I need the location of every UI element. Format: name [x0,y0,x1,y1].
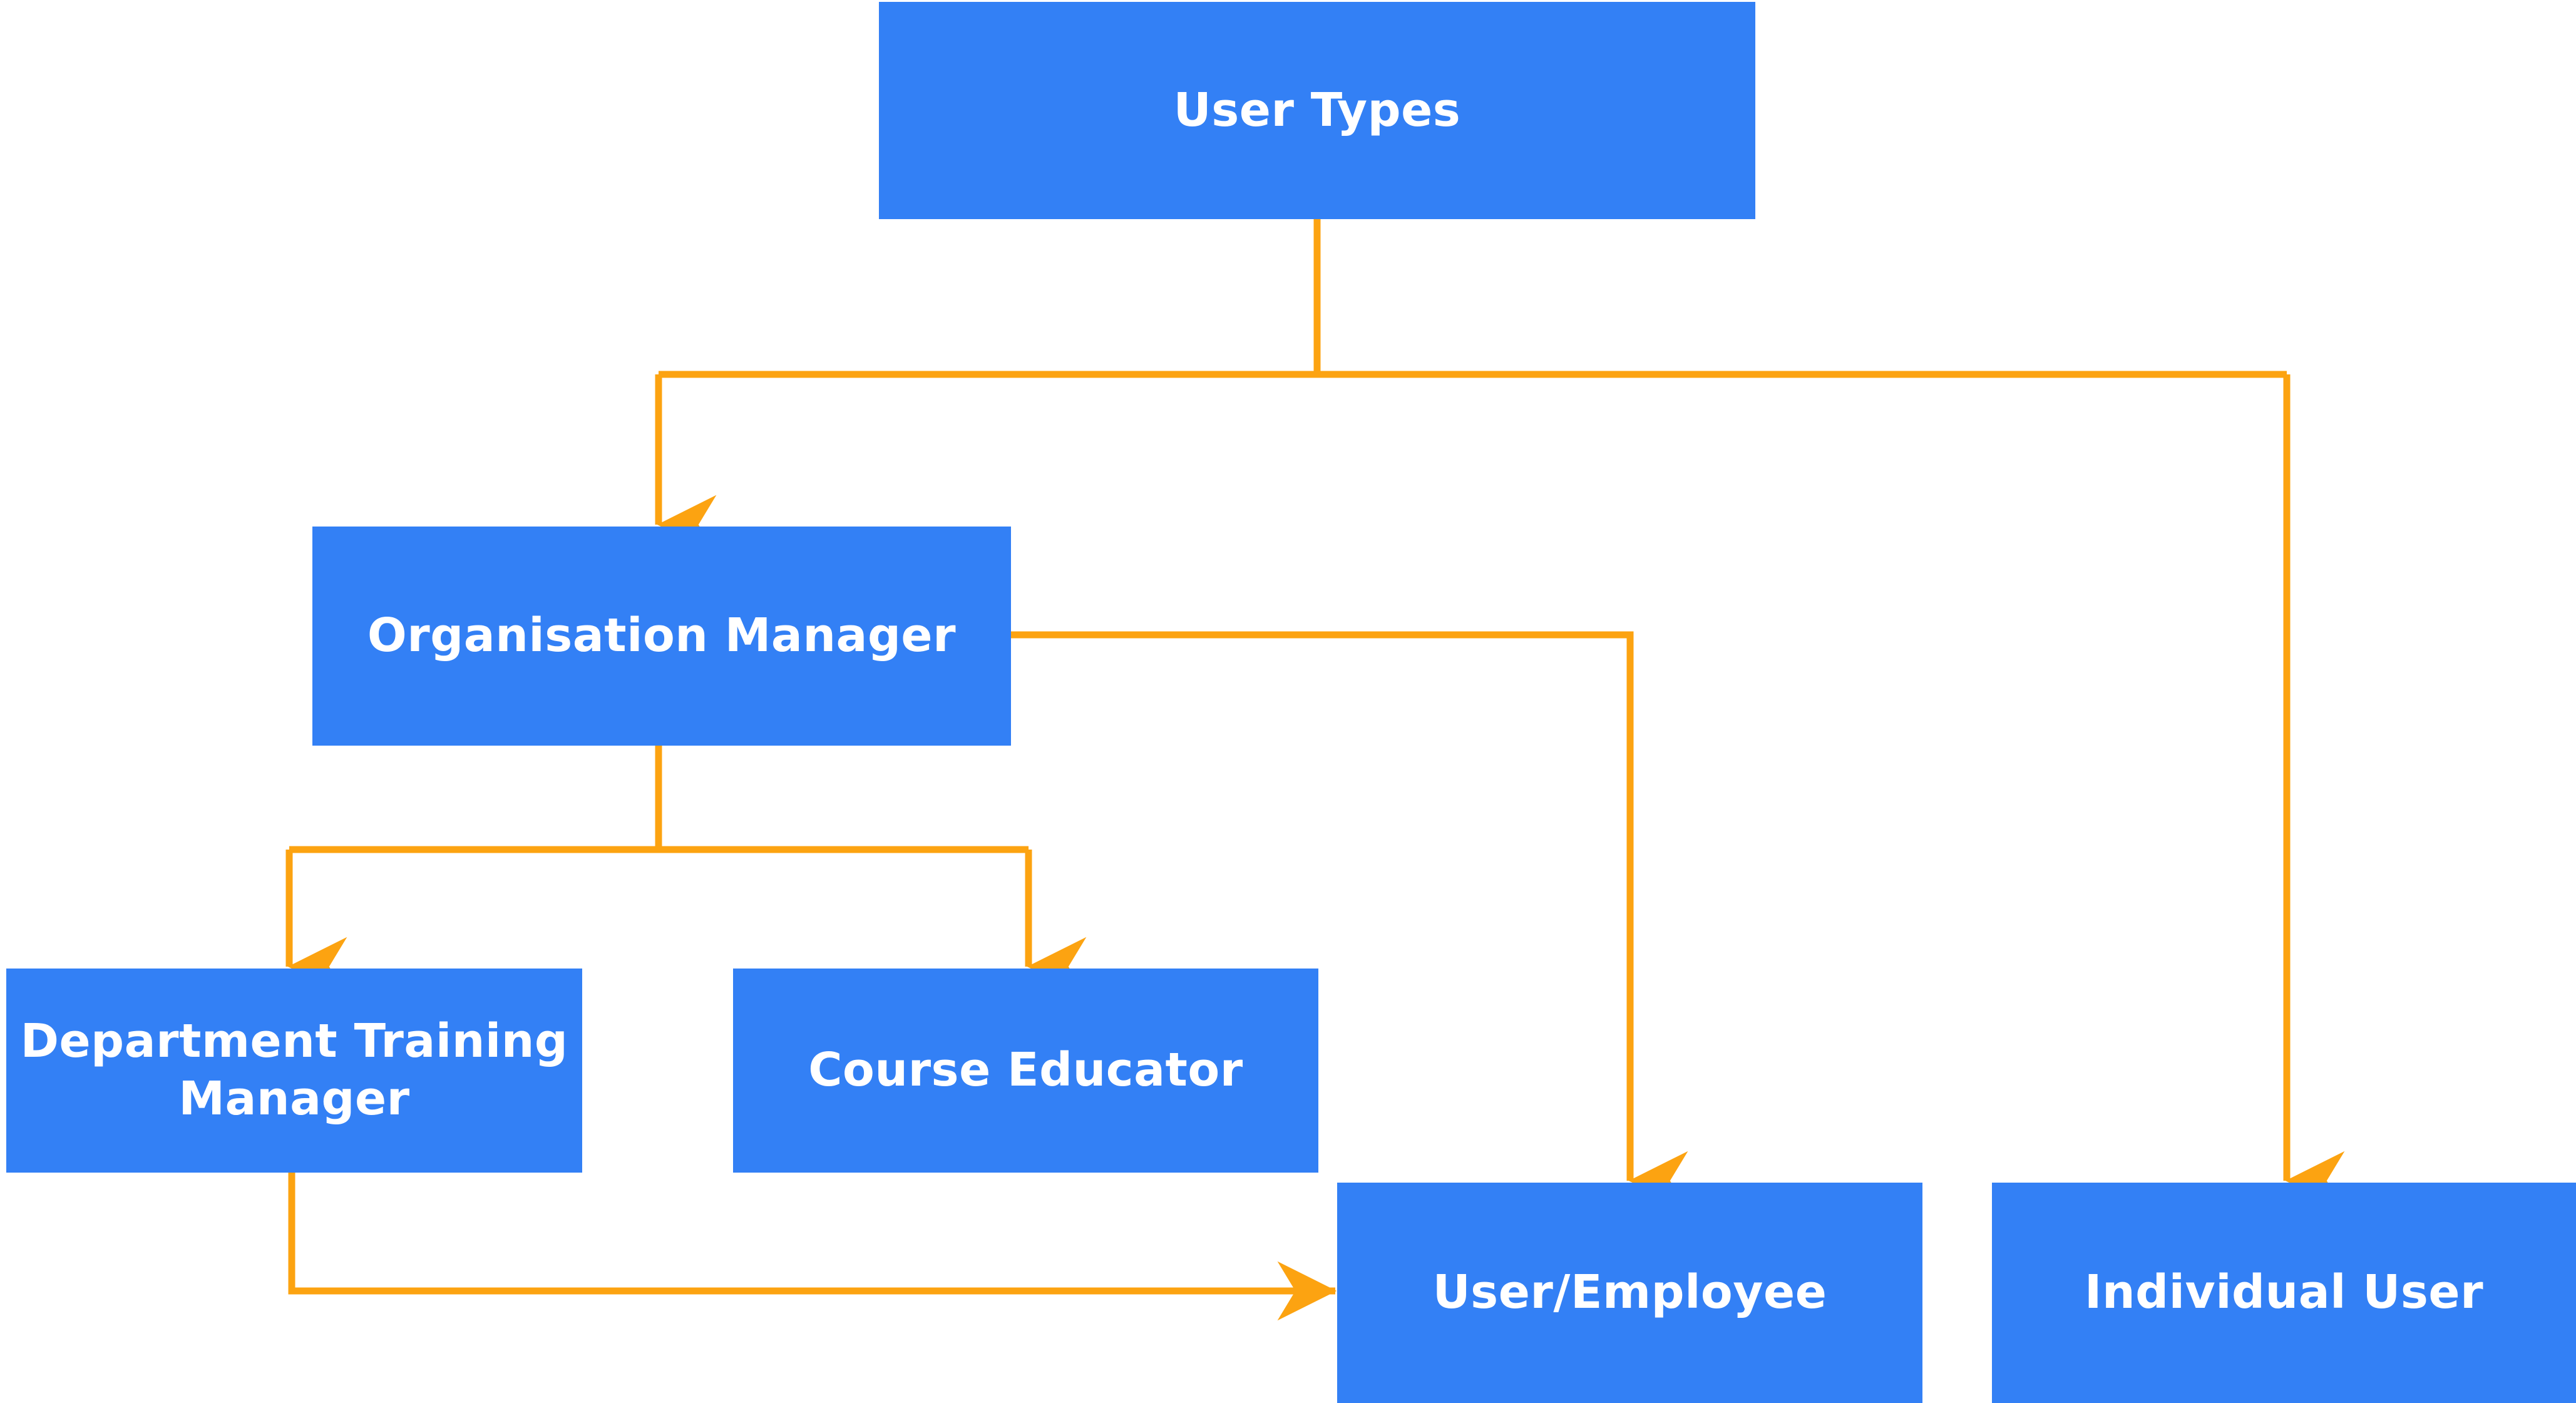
node-course-educator-label: Course Educator [808,1043,1243,1097]
node-user-employee-label: User/Employee [1432,1265,1827,1320]
node-user-employee[interactable]: User/Employee [1337,1183,1922,1403]
node-course-educator[interactable]: Course Educator [733,969,1318,1173]
node-user-types[interactable]: User Types [879,2,1755,219]
node-user-types-label: User Types [1173,83,1461,137]
node-organisation-manager-label: Organisation Manager [367,609,957,663]
node-organisation-manager[interactable]: Organisation Manager [312,527,1011,746]
edge-department-training-manager-to-user-employee [288,1173,1337,1321]
node-individual-user-label: Individual User [2084,1265,2484,1320]
node-department-training-manager[interactable]: Department Training Manager [6,969,582,1173]
node-department-training-manager-label: Department Training Manager [20,1014,568,1126]
node-individual-user[interactable]: Individual User [1992,1183,2576,1403]
